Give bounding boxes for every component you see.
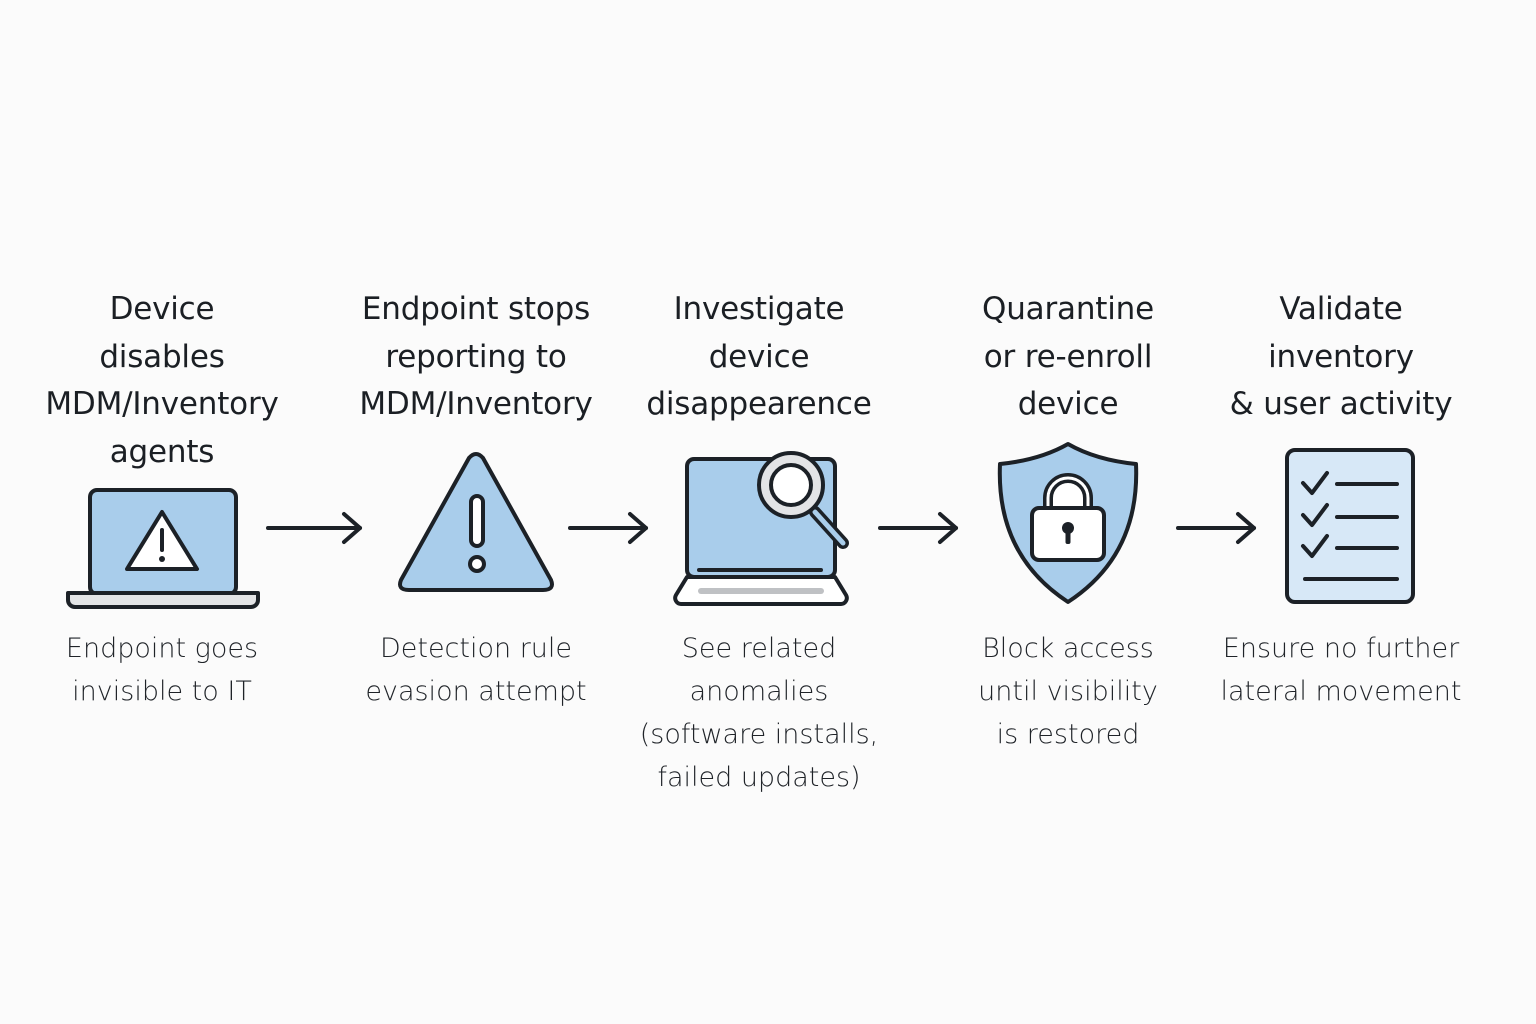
step-1: Device disables MDM/Inventory agents End…: [12, 0, 312, 1024]
arrow-icon: [264, 510, 364, 546]
step-title: Endpoint stops reporting to MDM/Inventor…: [359, 291, 593, 422]
step-5: Validate inventory & user activity Ensur…: [1191, 0, 1491, 1024]
step-description: Endpoint goes invisible to IT: [65, 633, 259, 707]
step-description: Detection rule evasion attempt: [365, 633, 587, 707]
step-title: Validate inventory & user activity: [1229, 291, 1453, 422]
checklist-icon: [1241, 440, 1441, 620]
step-4: Quarantine or re-enroll device Block acc…: [918, 0, 1218, 1024]
warning-triangle-icon: [376, 440, 576, 620]
shield-lock-icon: [968, 440, 1168, 620]
arrow-icon: [1172, 510, 1272, 546]
arrow-icon: [874, 510, 974, 546]
laptop-warning-icon: [62, 440, 262, 620]
arrow-icon: [564, 510, 664, 546]
step-description: Block access until visibility is restore…: [978, 633, 1158, 750]
step-title: Investigate device disappearence: [646, 291, 872, 422]
step-title: Device disables MDM/Inventory agents: [45, 291, 279, 470]
step-3: Investigate device disappearence See rel…: [609, 0, 909, 1024]
laptop-magnifier-icon: [659, 440, 859, 620]
step-description: See related anomalies (software installs…: [639, 633, 879, 793]
step-description: Ensure no further lateral movement: [1220, 633, 1462, 707]
step-2: Endpoint stops reporting to MDM/Inventor…: [326, 0, 626, 1024]
step-title: Quarantine or re-enroll device: [982, 291, 1154, 422]
